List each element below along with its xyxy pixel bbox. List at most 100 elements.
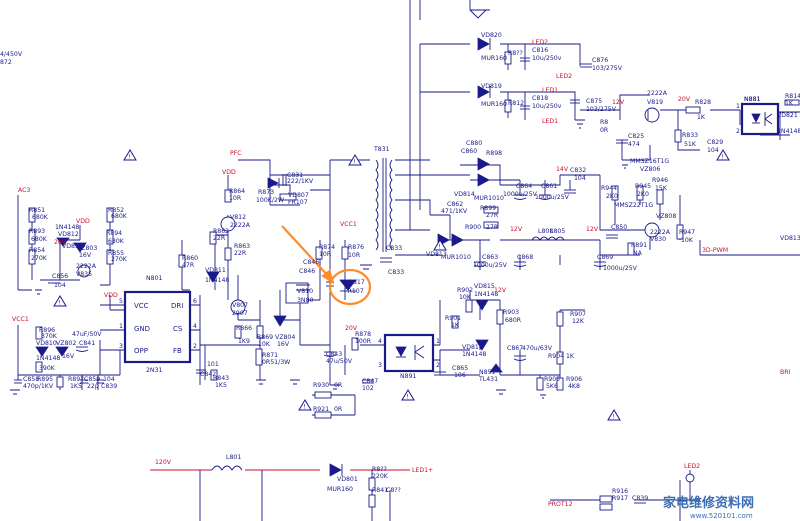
- component-label: 0R: [334, 382, 343, 389]
- component-label: 222/1KV: [287, 178, 314, 185]
- watermark-title: 家电维修资料网: [663, 495, 754, 511]
- svg-text:FB: FB: [173, 347, 182, 355]
- svg-text:12V: 12V: [494, 287, 507, 294]
- component-symbols: [14, 37, 800, 511]
- svg-text:1: 1: [736, 103, 740, 110]
- svg-text:!: !: [406, 394, 408, 401]
- component-label: VZ804: [275, 334, 295, 341]
- svg-text:LED1: LED1: [542, 118, 558, 125]
- component-label: VD821: [777, 112, 798, 119]
- svg-text:GND: GND: [134, 325, 150, 333]
- component-label: C880: [466, 140, 482, 147]
- component-label: R854: [29, 247, 45, 254]
- component-label: R893: [29, 228, 45, 235]
- svg-text:12V: 12V: [586, 226, 599, 233]
- svg-text:LED2: LED2: [532, 39, 548, 46]
- component-label: 1K: [451, 322, 460, 329]
- component-label: 270K: [111, 256, 128, 263]
- component-label: R907: [570, 311, 586, 318]
- component-label: VD812: [58, 231, 79, 238]
- component-label: R841: [372, 487, 388, 494]
- component-label: L808: [538, 228, 553, 235]
- component-label: 2907: [232, 310, 248, 317]
- component-label: 680K: [108, 238, 125, 245]
- component-label: 104: [54, 282, 66, 289]
- component-label: C863: [482, 254, 498, 261]
- resistor-r8xx: [504, 51, 512, 65]
- svg-text:BRI: BRI: [780, 369, 791, 376]
- highlight-arrow: [281, 225, 331, 279]
- component-label: C869: [597, 254, 613, 261]
- component-label: 680K: [111, 213, 128, 220]
- component-label: 4K8: [568, 383, 580, 390]
- svg-text:12V: 12V: [612, 99, 625, 106]
- svg-text:AC3: AC3: [18, 187, 30, 194]
- component-label: 100K/2W: [256, 197, 284, 204]
- component-label: V807: [232, 302, 248, 309]
- component-label: C841: [79, 340, 95, 347]
- component-label: R930: [313, 382, 329, 389]
- component-label: 15K: [655, 185, 668, 192]
- component-label: R876: [348, 244, 364, 251]
- component-label: R900: [465, 224, 481, 231]
- component-label: 2222A: [647, 90, 668, 97]
- component-label: VD814: [454, 191, 475, 198]
- component-label: C833: [388, 269, 404, 276]
- component-label: 10u/250v: [532, 55, 562, 62]
- component-label: R898: [486, 150, 502, 157]
- component-label: VZ802: [56, 340, 76, 347]
- component-label: 1N4148: [462, 351, 486, 358]
- component-label: 1N4148: [205, 277, 229, 284]
- svg-text:LED1: LED1: [542, 87, 558, 94]
- component-label: VZ806: [640, 166, 660, 173]
- component-label: R906: [566, 376, 582, 383]
- component-label: 1N4148: [777, 128, 800, 135]
- component-label: 51K: [684, 141, 697, 148]
- component-label: 104: [574, 175, 586, 182]
- component-label: 2N31: [146, 367, 163, 374]
- component-label: 10R: [319, 251, 332, 258]
- component-label: 3N80: [297, 297, 314, 304]
- component-label: NA: [633, 250, 643, 257]
- component-label: L801: [226, 454, 241, 461]
- component-label: 2222A: [230, 222, 251, 229]
- component-label: R814: [785, 93, 800, 100]
- component-label: R902: [457, 287, 473, 294]
- transistor-v819: [644, 107, 660, 123]
- component-label: MMSZ16T1G: [630, 158, 669, 165]
- component-label: R899: [480, 205, 496, 212]
- component-label: R945: [635, 183, 651, 190]
- svg-text:VDD: VDD: [104, 292, 118, 299]
- optocoupler-n881: [740, 102, 780, 136]
- mosfet-v810: [285, 282, 309, 304]
- component-label: R873: [258, 189, 274, 196]
- component-label: N851: [479, 369, 496, 376]
- svg-text:!: !: [58, 300, 60, 307]
- component-label: 22R: [213, 235, 226, 242]
- component-label: MUR1010: [441, 254, 471, 261]
- component-label: 0R: [600, 127, 609, 134]
- component-label: R944: [601, 185, 617, 192]
- component-label: C839: [101, 383, 117, 390]
- watermark-url: www.520101.com: [690, 512, 753, 520]
- component-label: R871: [262, 352, 278, 359]
- component-label: 2K0: [637, 191, 649, 198]
- component-label: C862: [447, 201, 463, 208]
- component-label: VD816: [462, 344, 483, 351]
- component-label: VD819: [481, 83, 502, 90]
- component-label: 27R: [486, 212, 499, 219]
- svg-text:!: !: [721, 154, 723, 161]
- ic-n801-pins: VCC GND OPP DRI CS FB 5 1 3 6 4 2: [119, 298, 197, 355]
- svg-text:VCC: VCC: [134, 302, 149, 310]
- component-label: 1K5: [70, 383, 82, 390]
- svg-text:T831: T831: [373, 146, 390, 153]
- component-label: R864: [229, 188, 245, 195]
- svg-text:PROT12: PROT12: [548, 501, 573, 508]
- svg-text:!: !: [128, 154, 130, 161]
- component-label: 16V: [277, 341, 290, 348]
- component-label: R947: [679, 229, 695, 236]
- component-label: 1000u/25V: [503, 191, 538, 198]
- svg-text:3: 3: [378, 362, 382, 369]
- component-label: R852: [108, 207, 124, 214]
- component-label: 680K: [32, 214, 49, 221]
